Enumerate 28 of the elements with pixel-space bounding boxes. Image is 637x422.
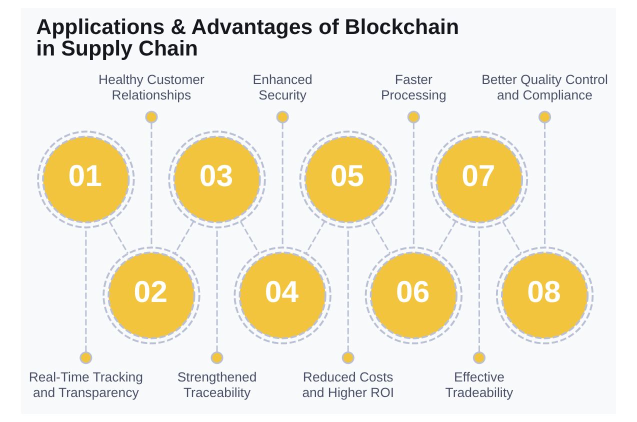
connector (342, 228, 354, 364)
connector (370, 221, 391, 254)
node-circle: 07 (430, 130, 528, 228)
connector (436, 221, 456, 254)
node-text: Enhanced Security (252, 72, 312, 102)
diagram-title: Applications & Advantages of Blockchain in Supply Chain (36, 15, 460, 60)
connector (305, 221, 326, 254)
connector (174, 221, 194, 254)
node-circle: 02 (102, 246, 200, 344)
node-text: Real-Time Tracking and Transparency (28, 370, 143, 400)
node-circle: 04 (234, 246, 332, 344)
node-text: Effective Tradeability (445, 370, 514, 400)
node-text: Faster Processing (380, 72, 446, 102)
node-text: Reduced Costs and Higher ROI (302, 370, 394, 400)
node-circle: 08 (496, 246, 594, 344)
node-circle: 06 (364, 246, 463, 344)
node-circle: 01 (37, 130, 135, 228)
node-text: Strengthened Traceability (177, 370, 257, 400)
connector (108, 221, 129, 254)
connector (472, 228, 486, 364)
node-text: Healthy Customer Relationships (98, 72, 204, 102)
connector (80, 228, 92, 364)
connector (210, 228, 224, 364)
node-circle: 05 (299, 130, 397, 228)
node-text: Better Quality Control and Compliance (482, 72, 608, 102)
connector (240, 221, 260, 254)
node-circle: 03 (168, 130, 266, 228)
connector (502, 221, 522, 254)
